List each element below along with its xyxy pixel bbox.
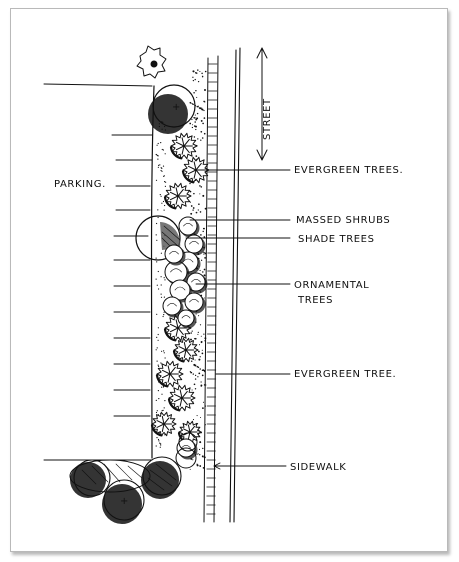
drawing-frame <box>10 8 448 552</box>
street-label: STREET <box>262 98 273 140</box>
parking-stall-lines <box>43 83 153 461</box>
shrub <box>177 309 197 329</box>
svg-text:+: + <box>172 102 181 113</box>
shrub <box>184 234 206 256</box>
evergreen-tree <box>172 337 199 363</box>
shade-tree-top: + <box>148 84 196 134</box>
shade-trees-corner: + <box>69 432 198 524</box>
massed-shrubs <box>162 216 208 460</box>
evergreen-tree <box>169 132 198 160</box>
ornamental-trees-label-2: TREES <box>297 295 333 306</box>
sidewalk-strip <box>203 55 219 523</box>
double-arrow-icon <box>256 47 268 161</box>
parking-label: PARKING. <box>54 179 106 190</box>
street-edge <box>229 47 241 523</box>
evergreen-trees-label: EVERGREEN TREES. <box>294 165 403 176</box>
evergreen-tree <box>167 384 196 412</box>
shrub <box>164 244 186 266</box>
shade-trees-label: SHADE TREES <box>298 234 375 245</box>
ornamental-trees-label-1: ORNAMENTAL <box>294 280 369 291</box>
evergreen-tree <box>155 360 184 388</box>
sidewalk-label: SIDEWALK <box>290 462 346 473</box>
evergreen-tree-top <box>136 45 167 79</box>
shrub <box>164 260 190 286</box>
evergreen-tree <box>150 411 177 437</box>
leader-lines <box>117 169 291 470</box>
evergreen-tree-label: EVERGREEN TREE. <box>294 369 396 380</box>
shrub <box>162 296 184 318</box>
evergreen-trees <box>150 132 210 444</box>
massed-shrubs-label: MASSED SHRUBS <box>296 215 390 226</box>
shrub <box>186 272 208 294</box>
shrub <box>184 292 206 314</box>
shrub <box>178 216 200 238</box>
evergreen-tree <box>163 182 192 210</box>
svg-text:+: + <box>120 496 129 507</box>
planting-strip-edge <box>150 85 155 459</box>
shade-tree-middle <box>135 215 181 261</box>
